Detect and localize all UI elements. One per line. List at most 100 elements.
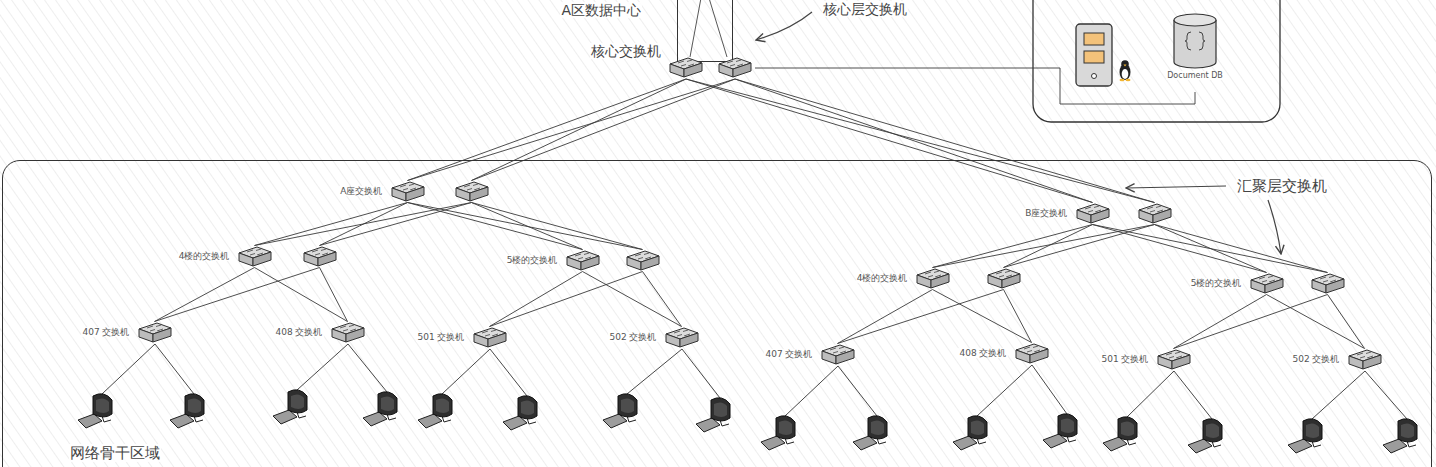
- switch-icon: [915, 268, 951, 290]
- pc-icon: [418, 394, 452, 428]
- switch-node: 4楼的交换机: [913, 267, 1024, 291]
- switch-icon: [1014, 343, 1050, 365]
- switch-label: 407 交换机: [764, 349, 813, 359]
- switch-icon: [1347, 349, 1383, 371]
- switch-node: 5楼的交换机: [563, 249, 663, 273]
- switch-node: 501 交换机: [470, 326, 510, 350]
- switch-label: 501 交换机: [1100, 354, 1149, 364]
- switch-label: 5楼的交换机: [1190, 278, 1243, 288]
- pc-wire: [490, 349, 527, 396]
- switch-label: 501 交换机: [416, 332, 465, 342]
- node-label: A区数据中心: [560, 2, 642, 18]
- pc-wire: [1365, 371, 1407, 419]
- link-line: [686, 79, 1155, 203]
- link-line: [255, 268, 348, 322]
- switch-node: 4楼的交换机: [235, 245, 340, 269]
- switch-node: 407 交换机: [818, 343, 858, 367]
- label-holder: Document DB: [1162, 71, 1228, 81]
- switch-node: 502 交换机: [662, 326, 702, 350]
- switch-icon: [237, 246, 273, 268]
- pc-wire: [442, 349, 490, 394]
- pc-wire: [155, 344, 194, 394]
- label-holder: A座交换机: [339, 186, 383, 197]
- switch-node: 408 交换机: [1012, 342, 1052, 366]
- label-holder: A区数据中心: [560, 2, 642, 19]
- callout-label: 汇聚层交换机: [1236, 177, 1328, 195]
- illustration: [78, 0, 1417, 453]
- pc-icon: [1103, 417, 1137, 451]
- switch-label: 4楼的交换机: [178, 251, 231, 261]
- link-line: [1093, 225, 1328, 273]
- pc-wire: [297, 344, 348, 390]
- pc-wire: [1127, 371, 1174, 417]
- switch-icon: [986, 268, 1022, 290]
- server-icon: [1076, 24, 1112, 86]
- pc-icon: [503, 396, 537, 430]
- switch-icon: [1137, 203, 1173, 225]
- callout-arrow: [1268, 200, 1281, 254]
- switch-icon: [717, 57, 753, 79]
- label-holder: 5楼的交换机: [1190, 278, 1243, 289]
- pc-icon: [953, 416, 987, 450]
- pc-wire: [348, 344, 387, 392]
- label-holder: 501 交换机: [416, 332, 465, 343]
- label-holder: 408 交换机: [274, 327, 323, 338]
- switch-icon: [302, 246, 338, 268]
- pc-wire: [1312, 371, 1365, 419]
- label-holder: 407 交换机: [764, 349, 813, 360]
- pc-wire: [682, 349, 720, 398]
- link-line: [933, 290, 1032, 343]
- switch-icon: [1156, 349, 1192, 371]
- switch-node: 501 交换机: [1154, 348, 1194, 372]
- pc-icon: [696, 398, 730, 432]
- pc-icon: [273, 390, 307, 424]
- switch-node: 5楼的交换机: [1247, 272, 1348, 296]
- switch-icon: [1310, 273, 1346, 295]
- label-holder: 核心层交换机: [822, 1, 908, 18]
- switch-icon: [664, 327, 700, 349]
- switch-node: 407 交换机: [135, 321, 175, 345]
- label-holder: 501 交换机: [1100, 354, 1149, 365]
- pc-icon: [853, 416, 887, 450]
- switch-icon: [820, 344, 856, 366]
- switch-icon: [1075, 203, 1111, 225]
- link-line: [1174, 295, 1328, 349]
- pc-icon: [363, 392, 397, 426]
- label-holder: 4楼的交换机: [178, 251, 231, 262]
- link-line: [408, 79, 736, 181]
- switch-label: 502 交换机: [608, 332, 657, 342]
- switch-node: 核心交换机: [666, 56, 755, 80]
- switch-label: 407 交换机: [81, 327, 130, 337]
- pc-icon: [1043, 414, 1077, 448]
- label-holder: 5楼的交换机: [506, 255, 559, 266]
- switch-label: 408 交换机: [958, 348, 1007, 358]
- switch-label: 502 交换机: [1291, 354, 1340, 364]
- switch-node: 502 交换机: [1345, 348, 1385, 372]
- switch-icon: [625, 250, 661, 272]
- node-label: 网络骨干区域: [69, 444, 161, 462]
- label-holder: 408 交换机: [958, 348, 1007, 359]
- switch-icon: [330, 322, 366, 344]
- label-holder: 502 交换机: [1291, 354, 1340, 365]
- switch-label: 4楼的交换机: [856, 273, 909, 283]
- switch-label: 核心交换机: [590, 43, 662, 59]
- database-node: Document DB: [1162, 12, 1228, 92]
- label-holder: 网络骨干区域: [69, 444, 161, 462]
- switch-node: 408 交换机: [328, 321, 368, 345]
- label-holder: 核心交换机: [590, 43, 662, 60]
- link-line: [838, 290, 1004, 344]
- switch-icon: [472, 327, 508, 349]
- link-line: [755, 68, 1195, 104]
- switch-node: B座交换机: [1073, 202, 1175, 226]
- switch-icon: [668, 57, 704, 79]
- switch-icon: [137, 322, 173, 344]
- switch-icon: [1249, 273, 1285, 295]
- label-holder: 4楼的交换机: [856, 273, 909, 284]
- pc-wire: [627, 349, 682, 394]
- pc-wire: [102, 344, 155, 394]
- linux-penguin: [1120, 60, 1131, 81]
- label-holder: 汇聚层交换机: [1236, 177, 1328, 195]
- switch-label: A座交换机: [339, 186, 383, 196]
